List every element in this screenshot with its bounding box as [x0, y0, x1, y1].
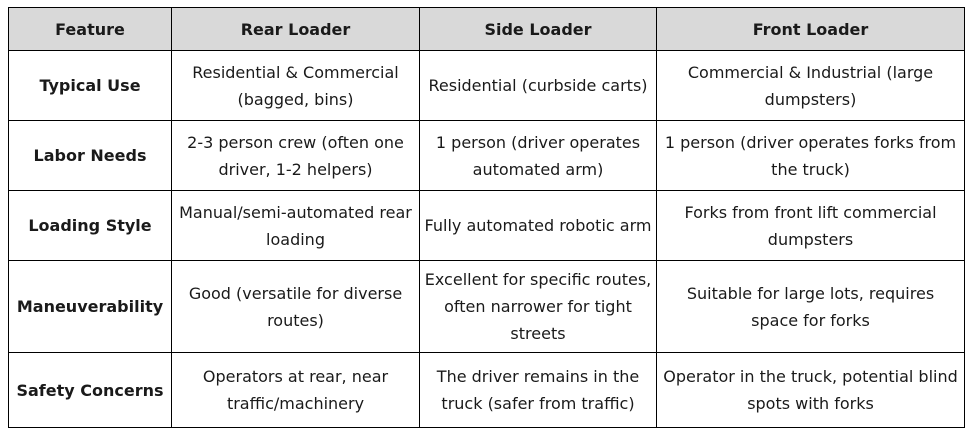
row-label-typical-use: Typical Use: [8, 50, 172, 121]
header-rear-loader: Rear Loader: [171, 7, 420, 51]
table-row-safety-concerns: Safety Concerns Operators at rear, near …: [8, 352, 965, 428]
cell-side-loader: Fully automated robotic arm: [419, 190, 657, 261]
row-label-loading-style: Loading Style: [8, 190, 172, 261]
header-row: Feature Rear Loader Side Loader Front Lo…: [8, 7, 965, 51]
cell-front-loader: Operator in the truck, potential blind s…: [656, 352, 965, 428]
header-front-loader: Front Loader: [656, 7, 965, 51]
cell-rear-loader: 2-3 person crew (often one driver, 1-2 h…: [171, 120, 420, 191]
cell-side-loader: 1 person (driver operates automated arm): [419, 120, 657, 191]
cell-rear-loader: Good (versatile for diverse routes): [171, 260, 420, 353]
table-row-maneuverability: Maneuverability Good (versatile for dive…: [8, 260, 965, 353]
cell-side-loader: The driver remains in the truck (safer f…: [419, 352, 657, 428]
table-row-labor-needs: Labor Needs 2-3 person crew (often one d…: [8, 120, 965, 191]
row-label-labor-needs: Labor Needs: [8, 120, 172, 191]
row-label-safety-concerns: Safety Concerns: [8, 352, 172, 428]
cell-front-loader: Commercial & Industrial (large dumpsters…: [656, 50, 965, 121]
row-label-maneuverability: Maneuverability: [8, 260, 172, 353]
table-row-loading-style: Loading Style Manual/semi-automated rear…: [8, 190, 965, 261]
table-header: Feature Rear Loader Side Loader Front Lo…: [8, 7, 965, 51]
cell-rear-loader: Manual/semi-automated rear loading: [171, 190, 420, 261]
header-side-loader: Side Loader: [419, 7, 657, 51]
cell-front-loader: Forks from front lift commercial dumpste…: [656, 190, 965, 261]
cell-side-loader: Excellent for specific routes, often nar…: [419, 260, 657, 353]
cell-front-loader: Suitable for large lots, requires space …: [656, 260, 965, 353]
header-feature: Feature: [8, 7, 172, 51]
cell-front-loader: 1 person (driver operates forks from the…: [656, 120, 965, 191]
table-row-typical-use: Typical Use Residential & Commercial (ba…: [8, 50, 965, 121]
cell-rear-loader: Residential & Commercial (bagged, bins): [171, 50, 420, 121]
cell-side-loader: Residential (curbside carts): [419, 50, 657, 121]
cell-rear-loader: Operators at rear, near traffic/machiner…: [171, 352, 420, 428]
table-body: Typical Use Residential & Commercial (ba…: [8, 50, 965, 428]
loader-comparison-table: Feature Rear Loader Side Loader Front Lo…: [8, 7, 965, 428]
